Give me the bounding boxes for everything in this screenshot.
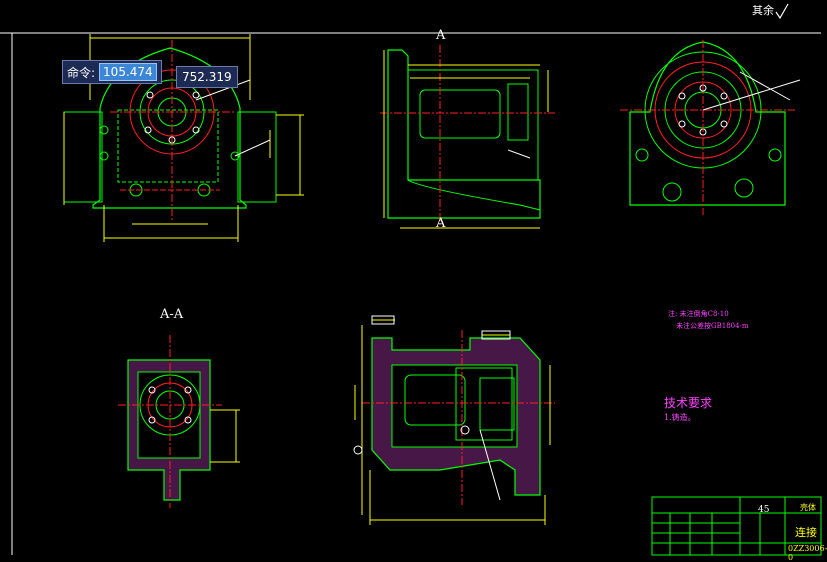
title-block-cell: 45 — [758, 505, 770, 515]
side-view — [380, 45, 555, 229]
title-block-part-name: 壳体 — [800, 503, 816, 512]
title-block-school: 连接 — [795, 526, 817, 539]
note-line-2: 未注公差按GB1804-m — [676, 322, 749, 330]
command-label: 命令: — [67, 65, 96, 80]
top-view — [620, 40, 801, 215]
tech-requirements-title: 技术要求 — [664, 396, 713, 410]
section-aa-label: A-A — [160, 307, 184, 322]
roughness-note: 其余 — [752, 4, 774, 17]
command-prompt[interactable]: 命令: 105.474 — [62, 60, 162, 84]
tech-requirements-item: 1.铸造。 — [664, 413, 696, 422]
title-block — [651, 496, 822, 556]
note-line-1: 注: 未注倒角C8-10 — [668, 310, 729, 318]
title-block-code: 0ZZ3006-0 — [788, 544, 827, 562]
x-coordinate-input[interactable]: 105.474 — [99, 63, 157, 81]
section-aa-view — [118, 335, 240, 508]
roughness-symbol — [775, 3, 789, 20]
section-a-top-label: A — [436, 28, 446, 43]
section-a-bottom-label: A — [436, 216, 446, 231]
main-section-view — [353, 315, 555, 525]
y-coordinate-input[interactable]: 752.319 — [176, 66, 238, 88]
